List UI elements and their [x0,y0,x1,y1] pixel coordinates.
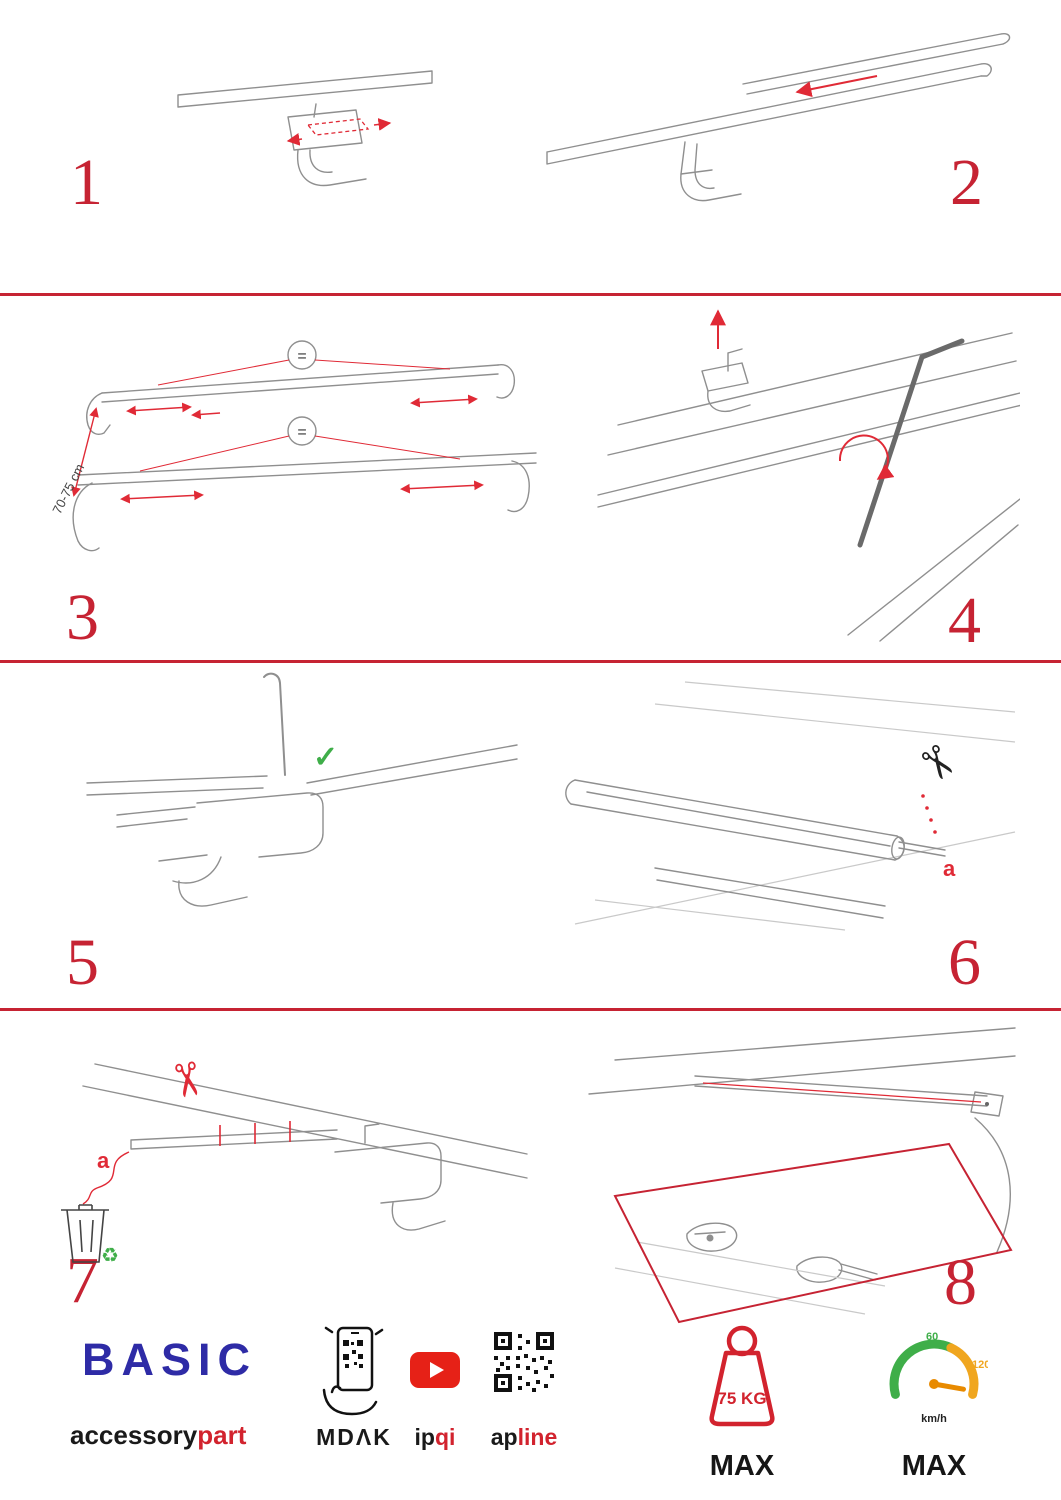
step-1-illustration [177,70,433,187]
step-7-number: 7 [66,1244,99,1317]
ipqi-caption: ipqi [404,1424,466,1451]
youtube-icon [410,1352,460,1388]
weight-limit-icon: 75 KG [709,1325,775,1427]
weight-max-label: MAX [709,1450,775,1482]
step-2-number: 2 [950,146,983,219]
strip-piece-label: a [97,1148,110,1173]
arrow-icon [286,133,303,146]
speed-unit-label: km/h [921,1413,947,1425]
step-4-number: 4 [948,584,981,657]
step-1-number: 1 [70,146,103,219]
step-2-illustration [546,32,1011,202]
speed-120-label: 120 [972,1359,988,1371]
step-8-illustration [588,1027,1016,1324]
strip-cut-label: a [943,856,956,881]
alignment-outline [613,1142,1013,1324]
scissors-icon: ✂ [906,735,967,793]
recycle-icon: ♻ [101,1245,119,1267]
rubber-pad-highlight [286,118,392,146]
accessory-text: accessory [70,1420,198,1450]
scissors-icon: ✂ [158,1057,216,1104]
speed-max-label: MAX [901,1450,967,1482]
step-5-illustration: ✓ [86,672,518,907]
line-text: line [517,1424,558,1450]
step-5-number: 5 [66,926,99,999]
check-icon: ✓ [313,741,338,774]
weight-value: 75 KG [717,1389,766,1408]
slide-direction-arrow-icon [795,75,878,98]
crossbar-distance-label: 70-75 cm [49,461,87,516]
ip-text: ip [414,1424,435,1450]
allen-key [857,338,965,548]
step-7-illustration: ✂ a ♻ [61,1057,528,1267]
cut-dots [921,794,937,834]
qr-code [492,1330,556,1394]
arrow-icon [373,118,392,131]
part-text: part [197,1420,247,1450]
step-3-number: 3 [66,581,99,654]
rotate-arrow-icon [838,434,895,480]
dimension-arrows [71,394,484,504]
scan-qr-icon [322,1326,384,1416]
step-3-illustration: = = 70-75 cm [49,340,537,552]
equal-spacing-label: = [297,348,306,365]
speedometer-icon: 60 120 km/h [889,1331,988,1425]
cut-marks [219,1121,291,1146]
step-6-illustration: ✂ a [565,681,1016,931]
section-divider [0,1008,1061,1011]
section-divider [0,293,1061,296]
apline-caption: apline [478,1424,570,1451]
section-divider [0,660,1061,663]
ap-text: ap [490,1424,518,1450]
accessorypart-wordmark: accessorypart [70,1420,246,1451]
step-4-illustration [597,309,1020,642]
trash-bin-icon [61,1204,109,1263]
step-6-number: 6 [948,926,981,999]
mdak-caption: MDΛK [316,1424,392,1450]
qi-text: qi [435,1424,456,1450]
equal-spacing-label: = [297,424,306,441]
brand-logo: BASIC [82,1334,258,1385]
speed-60-label: 60 [926,1331,938,1343]
discard-path-line [82,1151,130,1205]
